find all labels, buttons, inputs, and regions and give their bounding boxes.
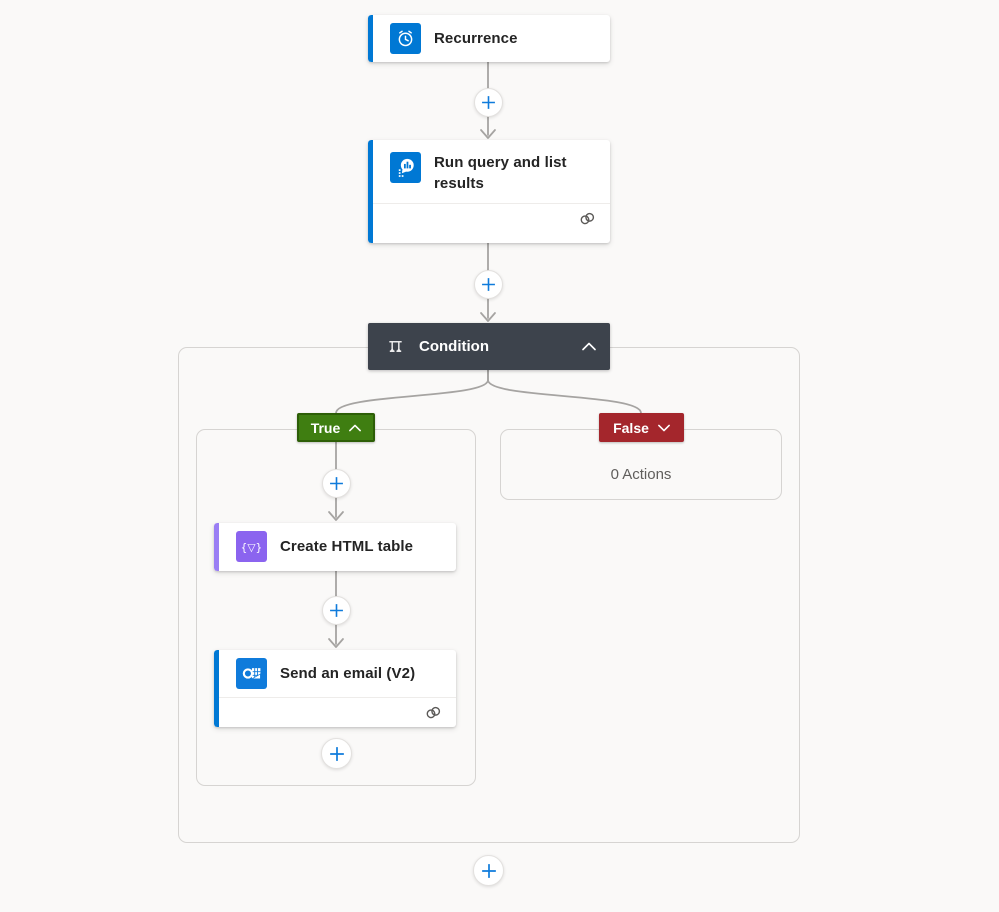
outlook-icon — [236, 658, 267, 689]
chevron-down-icon — [657, 424, 670, 431]
condition-icon — [389, 341, 402, 352]
chevron-up-icon[interactable] — [582, 342, 596, 351]
false-branch-empty-text: 0 Actions — [610, 466, 672, 483]
condition-title: Condition — [419, 338, 489, 355]
add-action-button[interactable] — [322, 469, 351, 498]
card-title: Recurrence — [434, 29, 518, 47]
card-divider — [373, 202, 610, 204]
recurrence-clock-icon — [390, 23, 421, 54]
plus-icon — [481, 863, 496, 878]
add-action-button[interactable] — [474, 88, 503, 117]
connection-icon[interactable] — [578, 211, 597, 226]
add-action-button[interactable] — [322, 596, 351, 625]
add-action-button[interactable] — [321, 738, 352, 769]
chevron-up-icon — [349, 424, 362, 431]
plus-icon — [482, 96, 495, 109]
card-accent-bar — [214, 650, 219, 727]
trigger-card-recurrence[interactable]: Recurrence — [368, 15, 610, 62]
true-branch-badge[interactable]: True — [297, 413, 375, 442]
action-card-run-query[interactable]: Run query and list results — [368, 140, 610, 243]
add-action-button[interactable] — [474, 270, 503, 299]
true-branch-label: True — [310, 419, 341, 436]
card-title: Send an email (V2) — [280, 664, 416, 682]
card-accent-bar — [368, 140, 373, 243]
action-card-create-html-table[interactable]: {▽} Create HTML table — [214, 523, 456, 571]
condition-header[interactable]: Condition — [368, 323, 610, 370]
connection-icon[interactable] — [424, 705, 443, 720]
card-accent-bar — [368, 15, 373, 62]
plus-icon — [329, 746, 344, 761]
plus-icon — [330, 604, 343, 617]
card-title: Run query and list results — [434, 154, 567, 193]
plus-icon — [330, 477, 343, 490]
false-branch-label: False — [613, 419, 649, 436]
svg-text:{▽}: {▽} — [241, 542, 263, 554]
add-action-button[interactable] — [473, 855, 504, 886]
false-branch-badge[interactable]: False — [599, 413, 684, 442]
data-operation-icon: {▽} — [236, 531, 267, 562]
card-divider — [219, 697, 456, 698]
card-title: Create HTML table — [280, 537, 414, 555]
plus-icon — [482, 278, 495, 291]
card-accent-bar — [214, 523, 219, 571]
action-card-send-email[interactable]: Send an email (V2) — [214, 650, 456, 727]
log-analytics-icon — [390, 152, 421, 183]
